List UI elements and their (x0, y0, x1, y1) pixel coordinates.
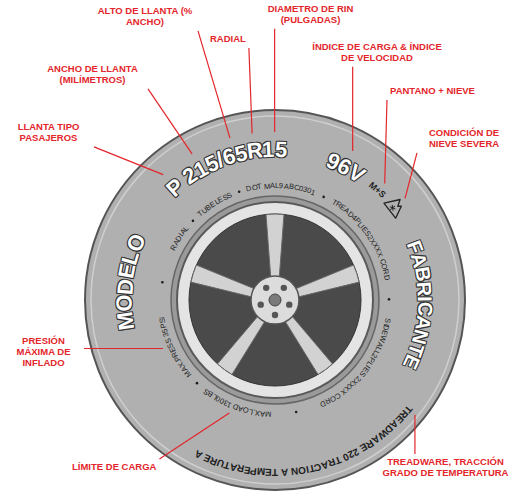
leader-line (352, 67, 353, 151)
sidewall-letter: C (414, 301, 435, 317)
spoke (266, 214, 284, 278)
leader-line (198, 31, 230, 138)
sidewall-letter: S (226, 191, 234, 200)
sidewall-letter: E (265, 467, 272, 477)
sidewall-letter: A (270, 182, 275, 190)
sidewall-fine-print: DOT MAL9ABC0301 (244, 181, 317, 197)
sidewall-letter: M (257, 466, 266, 477)
spoke (191, 265, 256, 297)
sidewall-letter (278, 467, 281, 477)
sidewall-letter: M (114, 310, 138, 331)
separator-dot (388, 298, 391, 301)
sidewall-letter: 1 (310, 188, 316, 196)
bead-ring (171, 196, 379, 404)
sidewall-letter: R (245, 139, 264, 163)
sidewall-letter: O (114, 294, 136, 312)
spoke (294, 265, 359, 297)
mud-snow-mark: M+S (368, 181, 388, 200)
sidewall-fine-print: MAX.PRESS 35PSI (158, 313, 193, 378)
severe-snow-symbol (384, 194, 408, 218)
hub (251, 276, 299, 324)
sidewall-letter: X (375, 251, 384, 259)
lug-nut (258, 301, 264, 307)
lug-nuts (258, 285, 293, 319)
sidewall-letter: M (265, 410, 272, 418)
sidewall-letter: A (281, 467, 289, 477)
lug-nut (281, 285, 287, 291)
rim (177, 202, 373, 398)
separator-dots (161, 190, 390, 413)
callout-label: TREADWARE, TRACCIÓN GRADO DE TEMPERATURA (382, 457, 509, 479)
sidewall-letter: T (272, 467, 278, 477)
hub-cap (269, 294, 281, 306)
tread-shoulder (91, 116, 459, 484)
sidewall-text: MODELO (113, 231, 148, 332)
separator-dot (196, 382, 199, 385)
leader-line (414, 415, 415, 454)
callout-label: DIAMETRO DE RIN (PULGADAS) (258, 4, 363, 26)
sidewall-fine-print: TUBELESS (196, 191, 235, 219)
sidewall-fine-print: SIDEWALL2PLIES 2XXXX CORD (318, 316, 392, 408)
sidewall-fine-print: TREAD4PLIES2XXXX CORD (329, 198, 391, 283)
sidewall-letter: D (383, 274, 391, 281)
sidewall-letter: B (412, 265, 434, 283)
sidewall-fine-print: RADIAL (169, 224, 191, 252)
wheel-spokes (191, 214, 359, 374)
sidewall-letter: L (275, 182, 279, 190)
separator-dot (192, 220, 195, 223)
separator-dot (322, 196, 325, 199)
sidewall-text: FABRICANTE (401, 236, 436, 372)
leader-line (274, 29, 275, 132)
leader-line (385, 100, 387, 184)
sidewall-letter: R (414, 281, 435, 297)
rim-well (189, 214, 361, 386)
sidewall-letter: T (257, 183, 263, 191)
sidewall-letter: M (264, 182, 271, 190)
sidewall-letter: O (297, 464, 306, 475)
leader-line (249, 48, 252, 134)
tire-size-code: P 215/65R15 (163, 138, 293, 200)
separator-dot (161, 281, 164, 284)
load-speed-index: 96V (321, 150, 368, 186)
sidewall-fine-print: MAX.LOAD 1300LBS (202, 387, 273, 419)
leader-line (148, 89, 192, 154)
callout-label: CONDICIÓN DE NIEVE SEVERA (420, 128, 508, 150)
callout-label: LLANTA TIPO PASAJEROS (6, 122, 91, 144)
sidewall-letter: 5 (274, 139, 287, 161)
lug-nut (272, 312, 278, 318)
leader-line (405, 153, 417, 199)
leader-line (94, 147, 163, 175)
callout-label: PANTANO + NIEVE (390, 86, 475, 97)
callout-label: ALTO DE LLANTA (% ANCHO) (95, 6, 195, 28)
callout-label: LÍMITE DE CARGA (72, 462, 156, 473)
spoke (217, 315, 265, 374)
callout-label: ANCHO DE LLANTA (MILÍMETROS) (40, 64, 145, 86)
lug-nut (286, 301, 292, 307)
sidewall-letter: 1 (262, 139, 275, 162)
sidewall-letter: N (290, 465, 298, 476)
spoke (284, 315, 332, 374)
callout-label: RADIAL (210, 34, 246, 45)
lug-nut (263, 285, 269, 291)
sidewall-letter: D (114, 278, 137, 296)
separator-dot (295, 411, 298, 414)
tire-outline (85, 110, 465, 490)
treadwear-grade-text: TREADWARE 220 TRACTION A TEMPERATURE A (192, 403, 414, 478)
callout-label: PRESIÓN MÁXIMA DE INFLADO (6, 336, 81, 369)
leader-line (84, 348, 163, 349)
sidewall-letter: I (415, 296, 435, 302)
separator-dot (238, 190, 241, 193)
sidewall-letter: 9 (279, 182, 284, 190)
callout-label: ÍNDICE DE CARGA & ÍNDICE DE VELOCIDAD (312, 42, 442, 64)
